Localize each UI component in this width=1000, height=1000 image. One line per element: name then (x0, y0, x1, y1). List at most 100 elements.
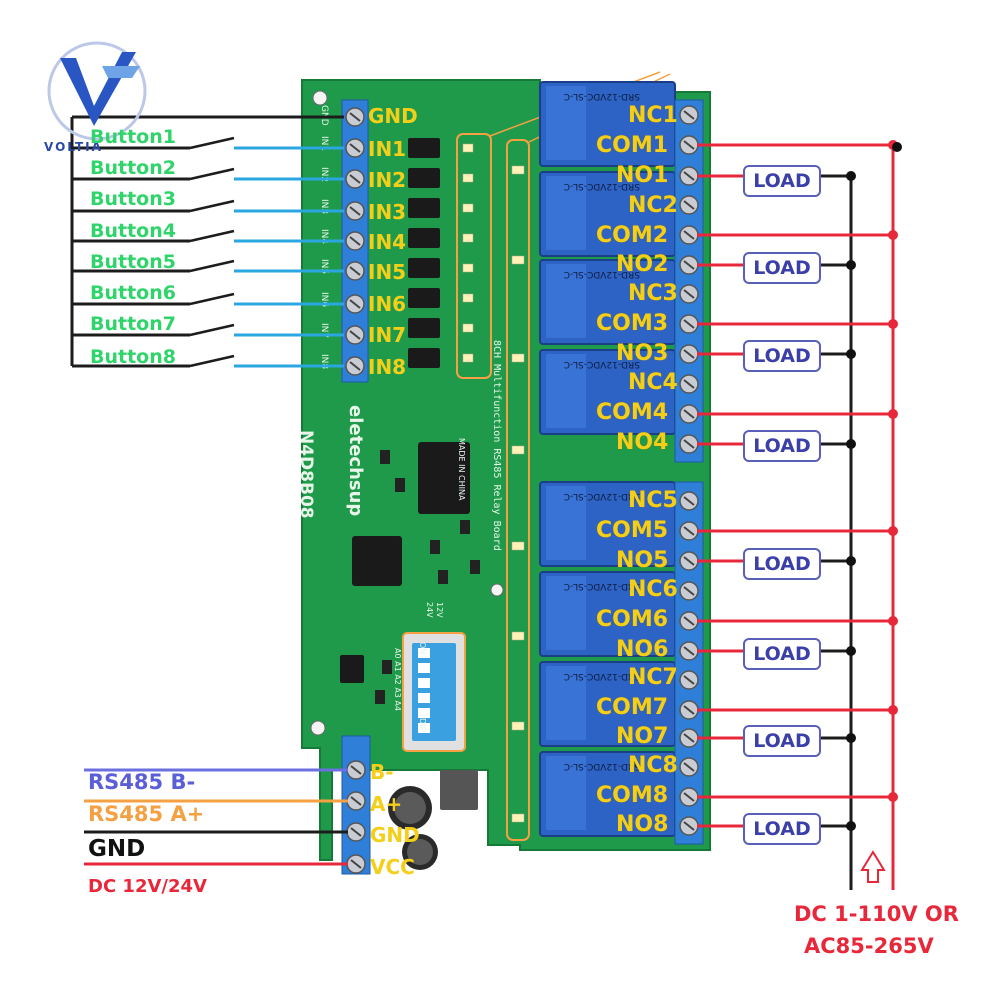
dip-toggle (418, 648, 430, 658)
smd-component (382, 660, 392, 674)
button-switch-blade (189, 136, 235, 150)
relay-6-com: COM6 (596, 607, 669, 632)
relay-3-no: NO3 (616, 341, 669, 366)
optocoupler-chip (408, 288, 440, 308)
silk-input-label: GND (319, 105, 329, 126)
dip-toggle (418, 663, 430, 673)
screw-slot (683, 230, 695, 240)
screw-slot (349, 174, 361, 184)
input-pin-5: IN5 (368, 260, 407, 284)
power-pin-gnd: GND (370, 823, 420, 847)
silk-input-label: IN6 (319, 292, 329, 307)
screw-slot (683, 319, 695, 329)
relay-side (546, 264, 586, 338)
screw-slot (683, 646, 695, 656)
relay-print: SRD-12VDC-SL-C (564, 491, 640, 501)
relay-led (511, 255, 525, 265)
input-led (462, 233, 474, 243)
relay-side (546, 756, 586, 830)
screw-slot (349, 206, 361, 216)
load-box-8: LOAD (743, 813, 821, 845)
relay-side (546, 666, 586, 740)
load-box-6: LOAD (743, 638, 821, 670)
junction-dot (888, 230, 898, 240)
dip-toggle (418, 723, 430, 733)
screw-slot (683, 349, 695, 359)
relay-5-no: NO5 (616, 548, 669, 573)
junction-dot (888, 792, 898, 802)
screw-slot (683, 586, 695, 596)
smd-component (438, 570, 448, 584)
input-led (462, 143, 474, 153)
load-box-7: LOAD (743, 725, 821, 757)
input-pin-8: IN8 (368, 355, 407, 379)
input-led (462, 173, 474, 183)
silk-input-label: IN2 (319, 167, 329, 182)
supply-note-line2: AC85-265V (804, 934, 934, 958)
mounting-hole (490, 583, 504, 597)
relay-1-nc: NC1 (628, 103, 678, 128)
input-pin-6: IN6 (368, 292, 407, 316)
relay-led (511, 353, 525, 363)
silk-input-label: IN5 (319, 259, 329, 274)
relay-6-no: NO6 (616, 637, 669, 662)
load-box-4: LOAD (743, 430, 821, 462)
relay-print: SRD-12VDC-SL-C (564, 359, 640, 369)
button-label-1: Button1 (90, 126, 176, 148)
relay-print: SRD-12VDC-SL-C (564, 761, 640, 771)
power-pin-b: B- (370, 760, 394, 784)
smd-component (460, 520, 470, 534)
silk-input-label: IN4 (319, 229, 329, 244)
junction-dot (888, 616, 898, 626)
power-pin-vcc: VCC (370, 855, 415, 879)
relay-2-no: NO2 (616, 252, 669, 277)
relay-2-nc: NC2 (628, 193, 678, 218)
relay-1-no: NO1 (616, 163, 669, 188)
optocoupler-chip (408, 348, 440, 368)
relay-1-com: COM1 (596, 133, 669, 158)
relay-8-nc: NC8 (628, 753, 678, 778)
relay-5-nc: NC5 (628, 488, 678, 513)
button-switch-blade (189, 259, 235, 273)
junction-dot (846, 260, 856, 270)
load-box-1: LOAD (743, 165, 821, 197)
screw-slot (683, 140, 695, 150)
junction-dot (846, 171, 856, 181)
button-label-2: Button2 (90, 157, 176, 179)
relay-4-com: COM4 (596, 400, 669, 425)
screw-slot (683, 792, 695, 802)
button-switch-blade (189, 292, 235, 306)
screw-slot (683, 496, 695, 506)
capacitor-top (394, 792, 426, 824)
brand-logo: VOLTIA (42, 36, 152, 154)
relay-print: SRD-12VDC-SL-C (564, 671, 640, 681)
button-switch-blade (189, 167, 235, 181)
button-label-4: Button4 (90, 220, 176, 242)
junction-dot (846, 349, 856, 359)
silk-input-label: IN7 (319, 323, 329, 338)
screw-slot (349, 330, 361, 340)
junction-dot (892, 142, 902, 152)
dip-toggle (418, 708, 430, 718)
input-pin-7: IN7 (368, 323, 407, 347)
optocoupler-chip (408, 168, 440, 188)
screw-slot (350, 796, 362, 806)
rs485-chip (340, 655, 364, 683)
relay-print: SRD-12VDC-SL-C (564, 181, 640, 191)
screw-slot (349, 143, 361, 153)
input-pin-1: IN1 (368, 137, 407, 161)
input-gnd-label: GND (368, 104, 418, 128)
button-label-5: Button5 (90, 251, 176, 273)
voltage-mark-12v: 12V (435, 602, 444, 618)
optocoupler-chip (408, 318, 440, 338)
button-switch-blade (189, 229, 235, 243)
relay-led (511, 541, 525, 551)
input-led (462, 263, 474, 273)
input-led-outline (456, 133, 492, 379)
screw-slot (683, 616, 695, 626)
screw-slot (683, 675, 695, 685)
screw-slot (683, 733, 695, 743)
junction-dot (888, 319, 898, 329)
relay-led (511, 165, 525, 175)
